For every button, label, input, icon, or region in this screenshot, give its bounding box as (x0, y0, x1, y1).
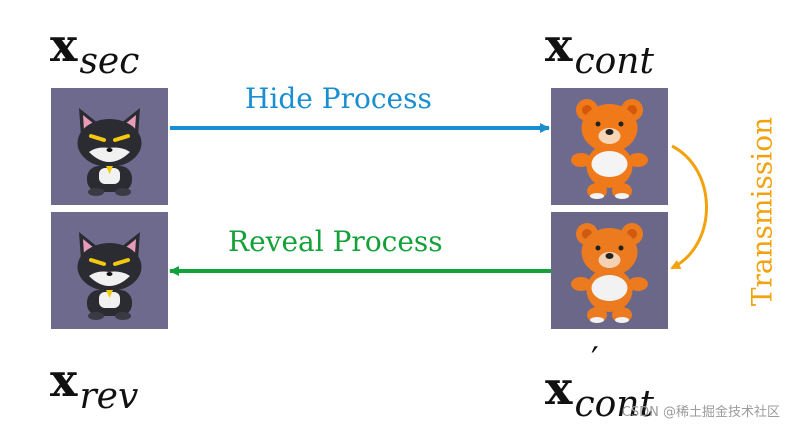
label-x-cont-prime: x′cont (545, 340, 654, 425)
reveal-process-label: Reveal Process (228, 225, 443, 258)
hide-process-label: Hide Process (245, 82, 432, 115)
watermark: CSDN @稀土掘金技术社区 (621, 405, 780, 420)
cat-icon (51, 212, 168, 329)
transmission-label: Transmission (745, 116, 779, 307)
transmission-arrow (670, 144, 708, 270)
container-image (551, 88, 668, 205)
secret-image (51, 88, 168, 205)
cat-icon (51, 88, 168, 205)
label-x-sec: xsec (50, 18, 140, 82)
bear-icon (551, 88, 668, 205)
revealed-image (51, 212, 168, 329)
bear-icon (551, 212, 668, 329)
label-x-cont: xcont (545, 18, 654, 82)
label-x-rev: xrev (50, 353, 139, 417)
received-container-image (551, 212, 668, 329)
